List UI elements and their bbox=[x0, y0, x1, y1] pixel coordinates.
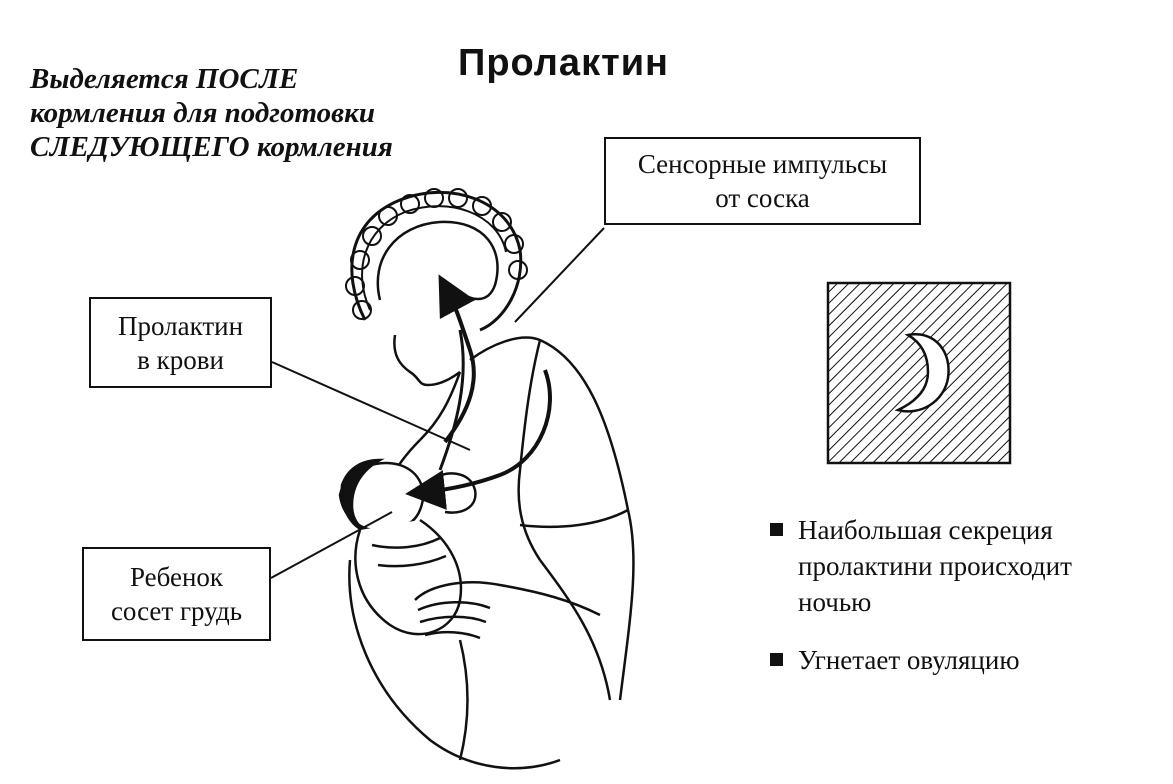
mother-face bbox=[393, 334, 461, 387]
subtitle-line: СЛЕДУЮЩЕГО кормления bbox=[30, 131, 393, 163]
prolactin-pathway-arrows bbox=[405, 274, 552, 510]
breast bbox=[429, 472, 477, 514]
square-bullet-icon bbox=[770, 523, 783, 536]
square-bullet-icon bbox=[770, 653, 783, 666]
label-line: сосет грудь bbox=[110, 596, 243, 626]
mother-hair bbox=[350, 190, 523, 332]
baby-suckles-label: Ребенок сосет грудь bbox=[82, 547, 271, 641]
fact-line: Наибольшая секреция bbox=[798, 515, 1053, 545]
baby bbox=[338, 458, 463, 636]
sensory-impulses-label: Сенсорные импульсы от соска bbox=[604, 137, 921, 225]
mother-hand bbox=[348, 559, 601, 770]
label-line: Ребенок bbox=[129, 562, 224, 592]
hair-curls bbox=[345, 188, 528, 320]
moon-icon bbox=[894, 333, 950, 413]
leader-lines bbox=[270, 227, 605, 579]
fact-line: ночью bbox=[798, 587, 872, 617]
label-line: в крови bbox=[137, 344, 224, 375]
fact-line: пролактини происходит bbox=[798, 551, 1072, 581]
subtitle-line: Выделяется ПОСЛЕ bbox=[30, 63, 299, 95]
subtitle-line: кормления для подготовки bbox=[30, 97, 375, 129]
night-square bbox=[826, 281, 1012, 465]
facts-list: Наибольшая секреция пролактини происходи… bbox=[768, 512, 1168, 700]
brain-outline bbox=[376, 220, 499, 301]
label-line: Сенсорные импульсы bbox=[637, 149, 888, 179]
label-line: от соска bbox=[715, 183, 810, 213]
fact-line: Угнетает овуляцию bbox=[798, 645, 1020, 675]
fact-item: Наибольшая секреция пролактини происходи… bbox=[768, 512, 1168, 620]
prolactin-in-blood-label: Пролактин в крови bbox=[89, 297, 272, 388]
mother-body bbox=[388, 336, 635, 701]
page-title: Пролактин bbox=[458, 42, 670, 84]
label-line: Пролактин bbox=[117, 310, 244, 341]
subtitle: Выделяется ПОСЛЕ кормления для подготовк… bbox=[30, 62, 450, 164]
fact-item: Угнетает овуляцию bbox=[768, 642, 1168, 678]
